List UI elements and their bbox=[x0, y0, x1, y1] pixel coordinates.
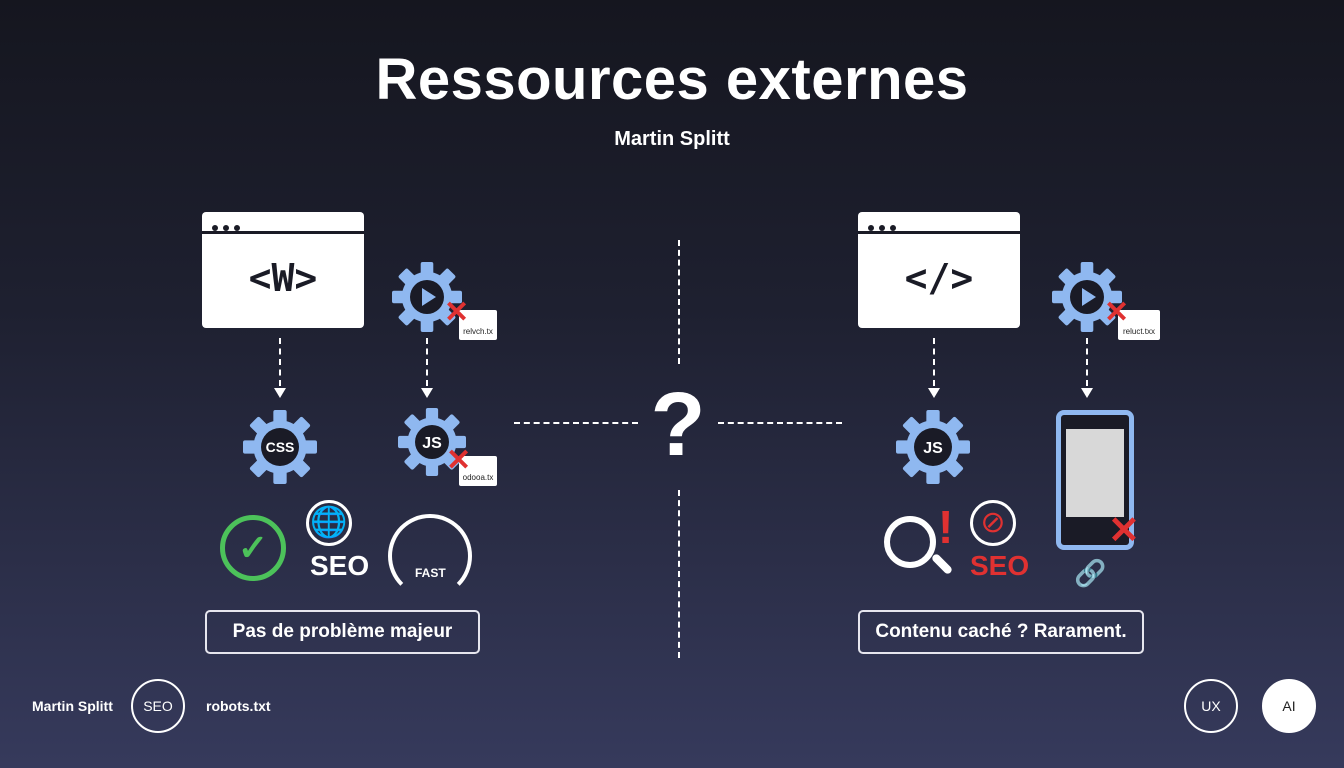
dashed-connector bbox=[933, 338, 935, 386]
blocked-x-icon: ✕ bbox=[1108, 510, 1140, 552]
right-caption: Contenu caché ? Rarament. bbox=[858, 610, 1144, 654]
question-mark: ? bbox=[650, 375, 706, 475]
page-title: Ressources externes bbox=[375, 47, 969, 112]
mobile-phone-icon bbox=[1056, 410, 1134, 550]
globe-blocked-icon: ⊘ bbox=[970, 500, 1016, 546]
seo-badge: SEO bbox=[131, 679, 185, 733]
robots-file-icon: relvch.tx bbox=[459, 310, 497, 340]
speed-label: FAST bbox=[415, 566, 446, 580]
globe-icon: 🌐 bbox=[306, 500, 352, 546]
dashed-connector bbox=[1086, 338, 1088, 386]
arrow-down-icon bbox=[421, 388, 433, 398]
check-icon: ✓ bbox=[220, 515, 286, 581]
gear-css-icon: CSS bbox=[243, 410, 317, 484]
gear-js-icon: JS bbox=[398, 408, 466, 476]
browser-window-icon: <W> bbox=[202, 212, 364, 328]
seo-label-blocked: SEO bbox=[970, 550, 1030, 581]
divider-left bbox=[514, 422, 638, 424]
gear-js-icon: JS bbox=[896, 410, 970, 484]
window-code: </> bbox=[904, 256, 974, 300]
speedometer-icon bbox=[388, 514, 472, 598]
ai-badge: AI bbox=[1262, 679, 1316, 733]
robots-file-icon: reluct.txx bbox=[1118, 310, 1160, 340]
svg-text:JS: JS bbox=[422, 435, 442, 452]
blocked-x-icon: ✕ bbox=[444, 296, 470, 329]
seo-label: SEO bbox=[310, 550, 370, 581]
divider-right bbox=[718, 422, 842, 424]
link-icon: 🔗 bbox=[1074, 558, 1107, 588]
window-code: <W> bbox=[248, 256, 318, 300]
ux-badge: UX bbox=[1184, 679, 1238, 733]
dashed-connector bbox=[426, 338, 428, 386]
alert-icon: ! bbox=[938, 501, 954, 553]
dashed-connector bbox=[279, 338, 281, 386]
magnifier-icon bbox=[884, 516, 936, 568]
svg-text:JS: JS bbox=[923, 440, 943, 457]
arrow-down-icon bbox=[1081, 388, 1093, 398]
arrow-down-icon bbox=[274, 388, 286, 398]
divider-bottom bbox=[678, 490, 680, 658]
magnifier-handle bbox=[930, 552, 954, 576]
arrow-down-icon bbox=[928, 388, 940, 398]
gear-play-icon bbox=[392, 262, 462, 332]
svg-text:CSS: CSS bbox=[266, 439, 295, 455]
footer-author: Martin Splitt bbox=[32, 698, 113, 714]
divider-top bbox=[678, 240, 680, 364]
gear-shape bbox=[392, 262, 462, 332]
blocked-x-icon: ✕ bbox=[446, 444, 472, 477]
robots-file-icon: odooa.tx bbox=[459, 456, 497, 486]
page-subtitle: Martin Splitt bbox=[614, 128, 730, 150]
browser-window-icon: </> bbox=[858, 212, 1020, 328]
blocked-x-icon: ✕ bbox=[1104, 296, 1130, 329]
gear-play-icon bbox=[1052, 262, 1122, 332]
footer-robots: robots.txt bbox=[206, 698, 271, 714]
left-caption: Pas de problème majeur bbox=[205, 610, 480, 654]
